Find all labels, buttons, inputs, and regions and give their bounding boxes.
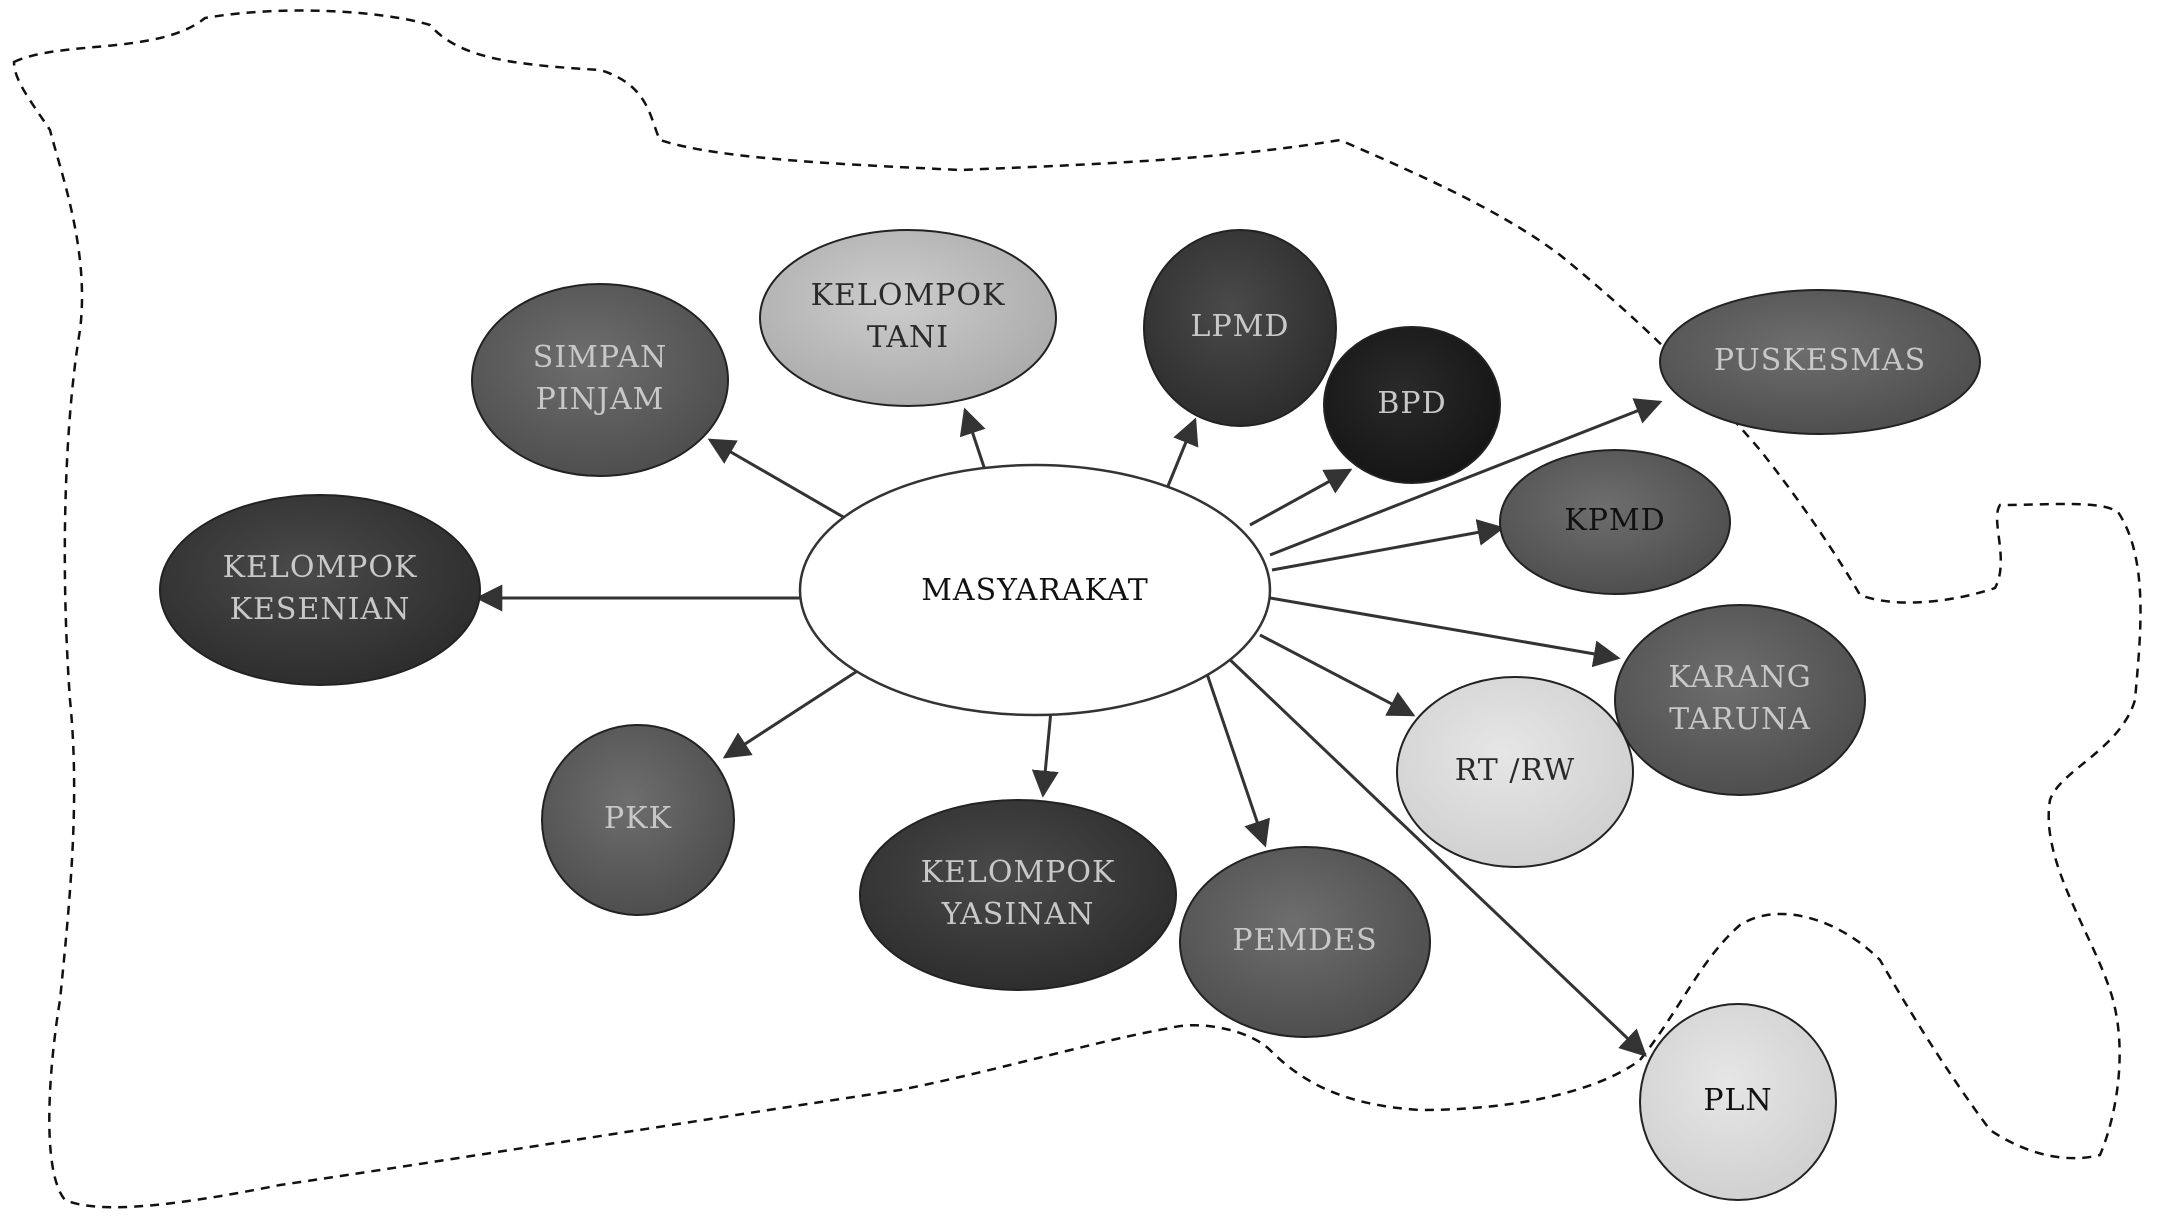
arrow-to-pemdes <box>1203 667 1270 848</box>
node-lpmd-label: LPMD <box>1191 309 1290 344</box>
arrow-to-karang-taruna <box>1269 596 1621 668</box>
arrow-to-kelompok-tani <box>959 407 987 471</box>
node-puskesmas-label: PUSKESMAS <box>1714 343 1926 378</box>
arrow-to-rt-rw <box>1259 633 1416 717</box>
node-karang-taruna-label: KARANG <box>1668 660 1811 695</box>
node-pemdes-shape <box>1179 846 1431 1038</box>
nodes-layer: MASYARAKAT SIMPAN PINJAM KELOMPOK TANI LPMD BP… <box>159 229 1981 1201</box>
arrow-to-puskesmas <box>1269 398 1663 557</box>
node-kelompok-kesenian-label: KESENIAN <box>230 592 411 627</box>
node-simpan-pinjam-label: PINJAM <box>536 382 665 417</box>
node-kelompok-kesenian-label: KELOMPOK <box>223 550 418 585</box>
arrow-to-lpmd <box>1166 417 1199 487</box>
node-pemdes: PEMDES <box>1179 846 1431 1038</box>
node-pkk-label: PKK <box>604 801 672 836</box>
node-kelompok-yasinan-label: YASINAN <box>941 897 1095 932</box>
node-lpmd: LPMD <box>1143 229 1337 427</box>
node-karang-taruna: KARANG TARUNA <box>1614 604 1866 796</box>
node-simpan-pinjam-label: SIMPAN <box>533 340 667 375</box>
node-kelompok-kesenian: KELOMPOK KESENIAN <box>159 494 481 686</box>
node-kelompok-yasinan: KELOMPOK YASINAN <box>859 799 1177 991</box>
arrow-to-pkk <box>722 666 863 759</box>
node-kpmd: KPMD <box>1499 449 1731 595</box>
node-rt-rw: RT /RW <box>1396 676 1634 868</box>
node-kpmd-label: KPMD <box>1564 503 1665 538</box>
node-bpd-shape <box>1323 326 1501 484</box>
node-masyarakat: MASYARAKAT <box>798 463 1272 717</box>
edges-layer <box>475 398 1663 1057</box>
node-puskesmas: PUSKESMAS <box>1659 289 1981 435</box>
node-kelompok-tani-shape <box>759 229 1057 407</box>
arrow-to-kpmd <box>1271 519 1505 572</box>
node-karang-taruna-label: TARUNA <box>1669 702 1811 737</box>
node-kelompok-kesenian-shape <box>159 494 481 686</box>
arrow-to-simpan-pinjam <box>707 438 846 520</box>
node-rt-rw-label: RT /RW <box>1455 753 1575 788</box>
node-kelompok-yasinan-shape <box>859 799 1177 991</box>
node-simpan-pinjam: SIMPAN PINJAM <box>471 283 729 477</box>
node-kelompok-tani-label: TANI <box>867 320 949 355</box>
node-pln-label: PLN <box>1703 1083 1772 1118</box>
node-lpmd-shape <box>1143 229 1337 427</box>
node-masyarakat-shape <box>798 463 1272 717</box>
node-pemdes-label: PEMDES <box>1232 923 1377 958</box>
node-kpmd-shape <box>1499 449 1731 595</box>
arrow-to-bpd <box>1249 468 1353 527</box>
node-rt-rw-shape <box>1396 676 1634 868</box>
node-pln-shape <box>1639 1003 1837 1201</box>
node-puskesmas-shape <box>1659 289 1981 435</box>
region-outline <box>12 9 2142 1209</box>
node-karang-taruna-shape <box>1614 604 1866 796</box>
node-pkk: PKK <box>541 724 735 916</box>
node-masyarakat-label: MASYARAKAT <box>921 573 1149 608</box>
node-kelompok-yasinan-label: KELOMPOK <box>921 855 1116 890</box>
node-bpd: BPD <box>1323 326 1501 484</box>
node-kelompok-tani-label: KELOMPOK <box>811 278 1006 313</box>
arrow-to-pln <box>1223 653 1647 1057</box>
node-simpan-pinjam-shape <box>471 283 729 477</box>
node-pkk-shape <box>541 724 735 916</box>
node-pln: PLN <box>1639 1003 1837 1201</box>
node-kelompok-tani: KELOMPOK TANI <box>759 229 1057 407</box>
node-bpd-label: BPD <box>1377 386 1446 421</box>
